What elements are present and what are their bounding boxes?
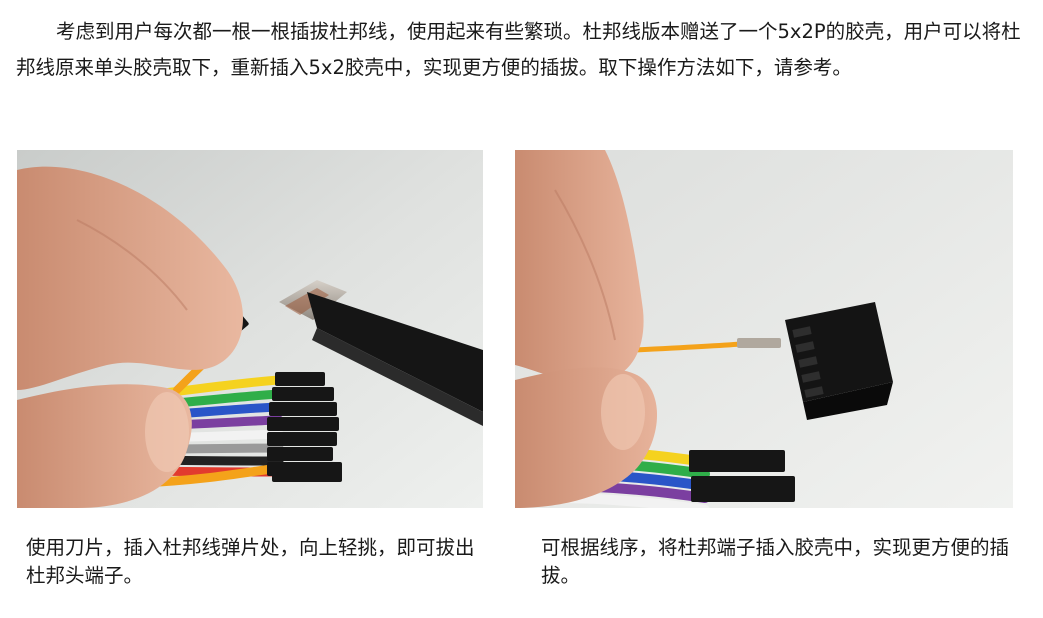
dupont-housing-right-1 <box>689 450 785 472</box>
caption-step-2: 可根据线序，将杜邦端子插入胶壳中，实现更方便的插拔。 <box>541 536 1010 587</box>
caption-step-1: 使用刀片，插入杜邦线弹片处，向上轻挑，即可拔出杜邦头端子。 <box>26 536 475 587</box>
photo-blade-removing-terminal <box>17 150 483 508</box>
dupont-housing-right-2 <box>691 476 795 502</box>
photo-inserting-into-housing <box>515 150 1013 508</box>
hand-right <box>515 150 658 508</box>
cutter-knife <box>279 280 483 426</box>
housing-5x2 <box>785 302 893 420</box>
intro-paragraph: 考虑到用户每次都一根一根插拔杜邦线，使用起来有些繁琐。杜邦线版本赠送了一个5x2… <box>16 20 1021 79</box>
photo-right-illustration <box>515 150 1013 508</box>
photo-left-illustration <box>17 150 483 508</box>
metal-terminal <box>737 338 781 348</box>
hand-left <box>17 166 244 508</box>
orange-wire-with-terminal <box>632 341 744 353</box>
dupont-housings-left <box>267 372 342 482</box>
